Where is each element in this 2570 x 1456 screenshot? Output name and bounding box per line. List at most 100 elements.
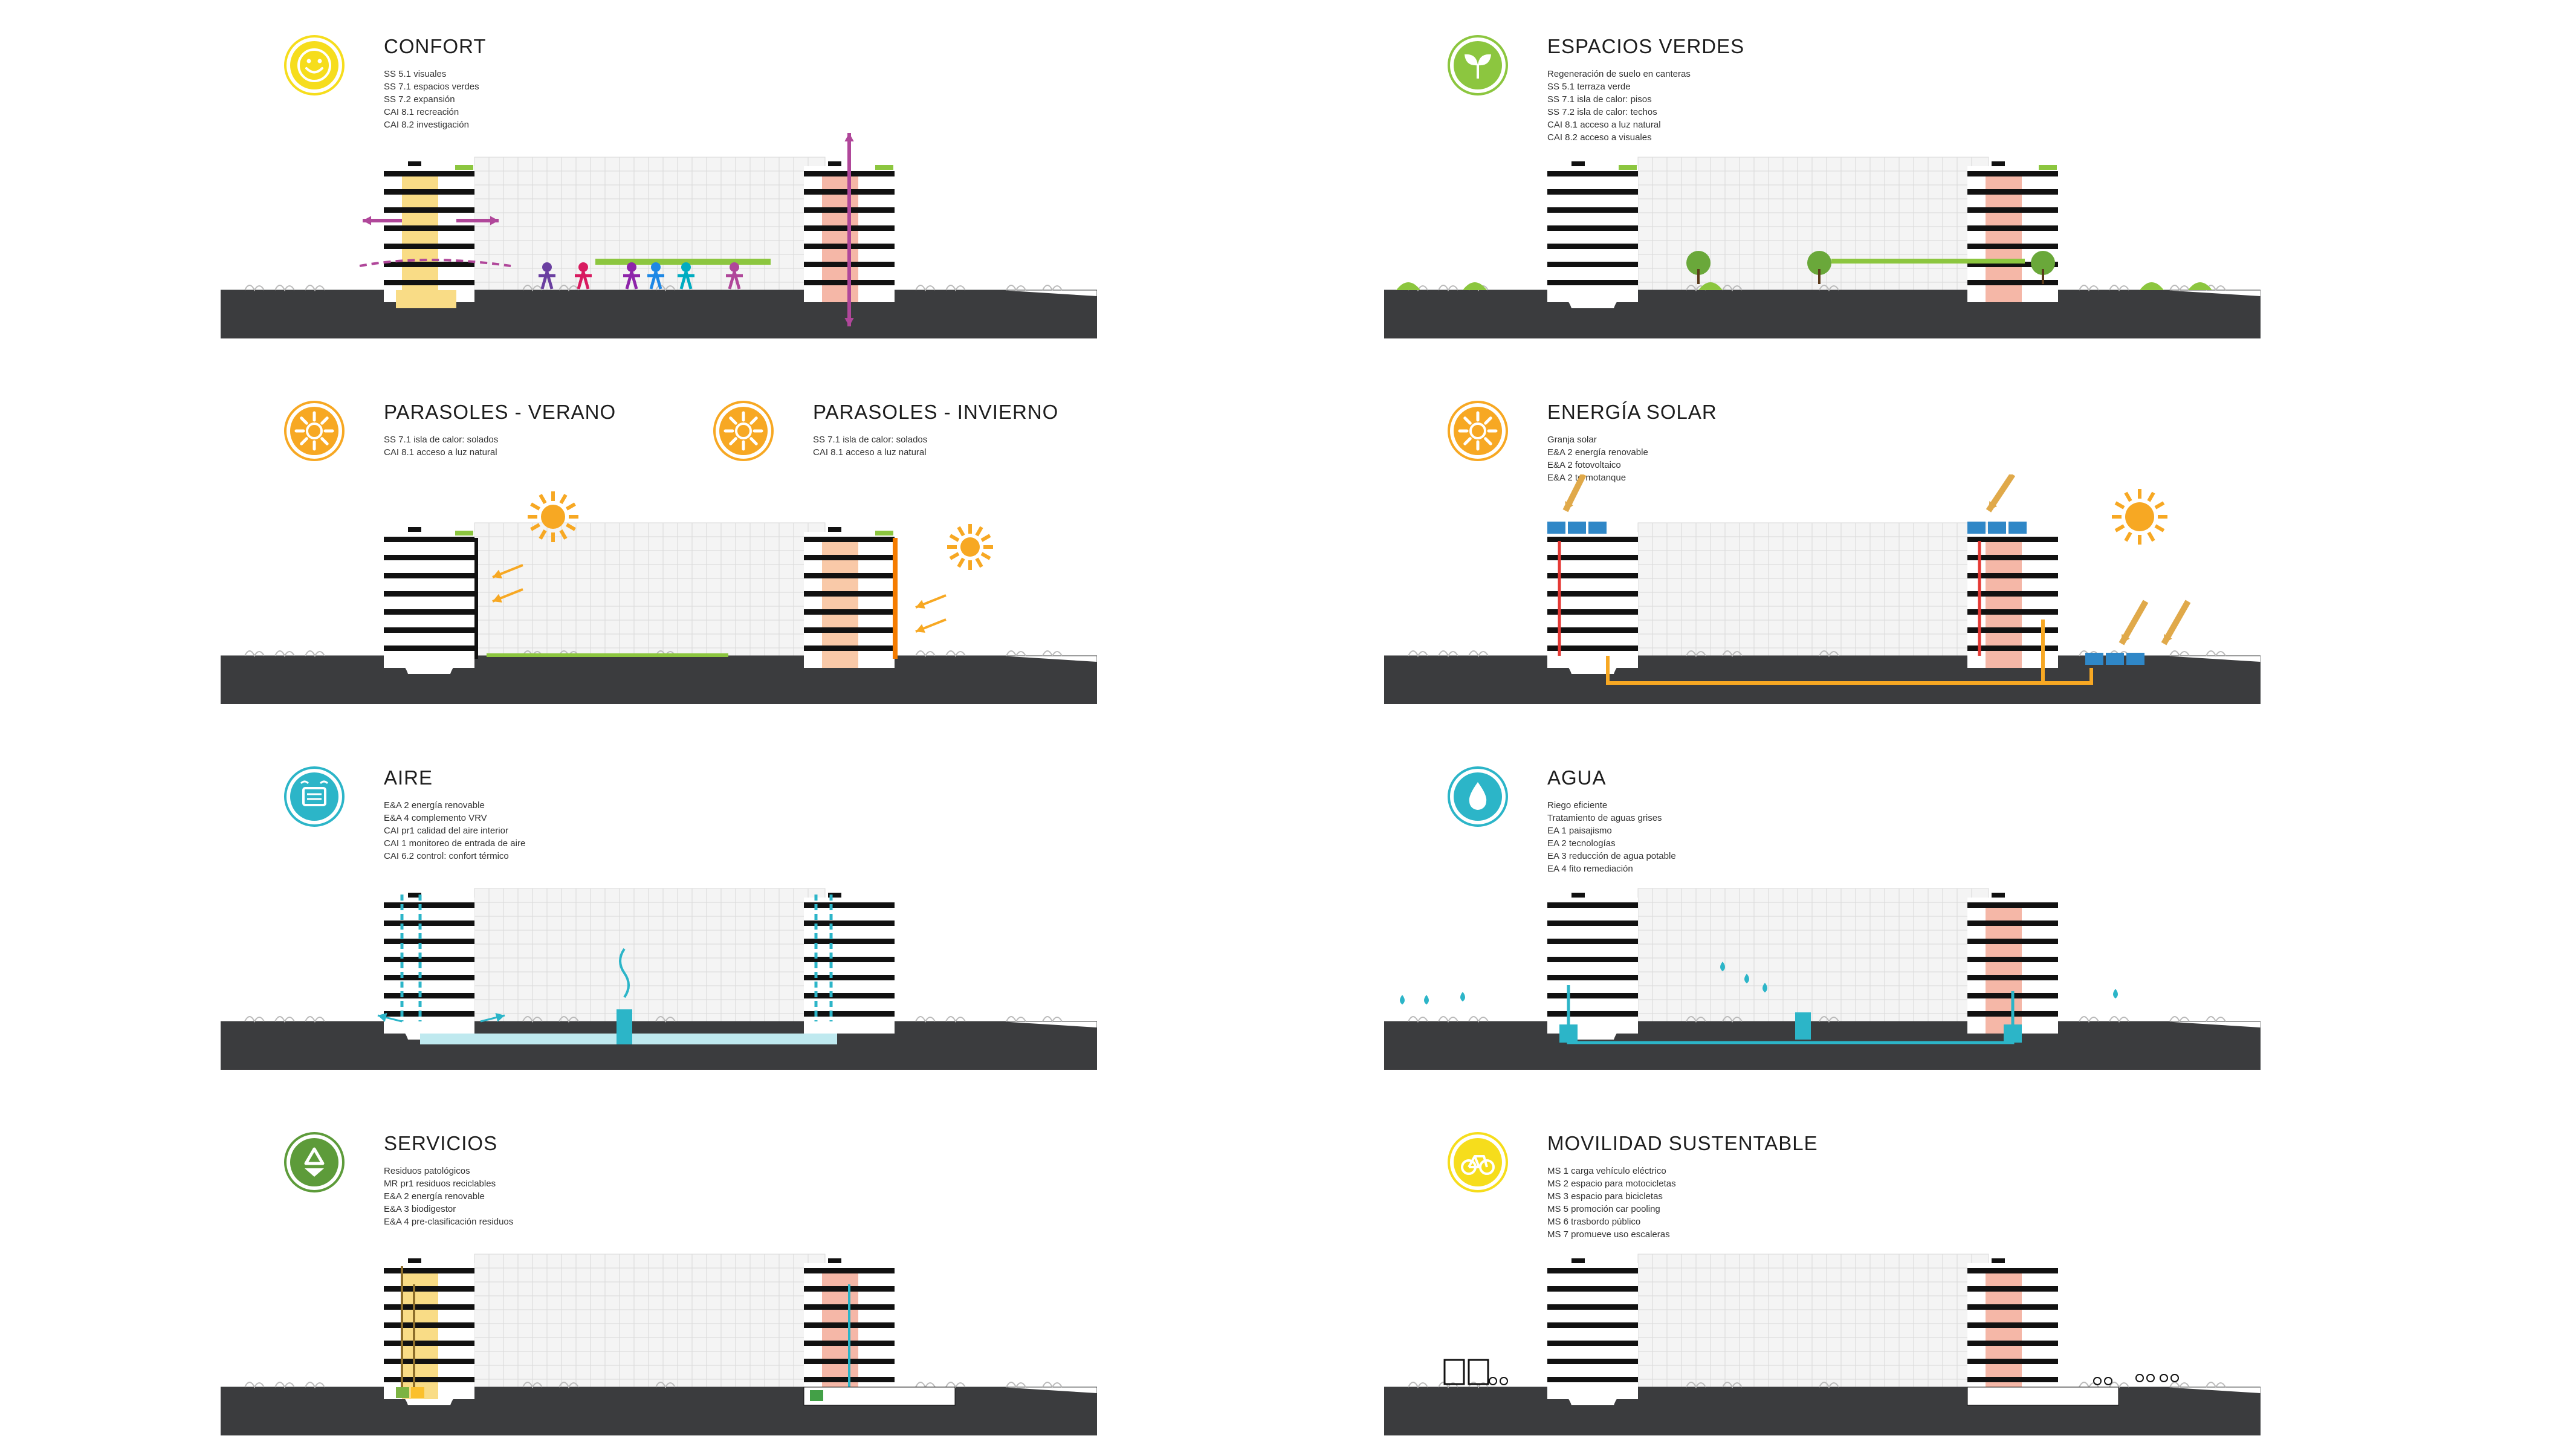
- people-figures: [539, 259, 771, 290]
- criteria-item: Residuos patológicos: [384, 1166, 470, 1176]
- shrubs: [244, 1382, 1063, 1389]
- criteria-item: SS 7.1 isla de calor: solados: [813, 435, 928, 445]
- building-section: [384, 161, 474, 302]
- criteria-item: MS 2 espacio para motocicletas: [1547, 1179, 1676, 1189]
- building-section: [1547, 1258, 1638, 1399]
- panel-title: AIRE: [384, 766, 433, 789]
- building-section: [384, 527, 474, 668]
- services-system: [396, 1266, 956, 1406]
- ground: [221, 1387, 1097, 1435]
- criteria-item: Granja solar: [1547, 435, 1597, 445]
- criteria-item: SS 7.1 espacios verdes: [384, 82, 479, 92]
- shrubs: [244, 1016, 1063, 1023]
- cross-section: [221, 491, 1097, 704]
- sunshade-system: [474, 491, 993, 659]
- sun-icon: [284, 401, 345, 461]
- criteria-item: CAI 8.1 recreación: [384, 107, 459, 117]
- building-section: [804, 527, 895, 668]
- recycle-icon: [284, 1132, 345, 1192]
- criteria-item: CAI 8.2 acceso a visuales: [1547, 132, 1652, 143]
- cross-section: [1384, 888, 2261, 1070]
- cross-section: [221, 1254, 1097, 1435]
- criteria-item: EA 4 fito remediación: [1547, 864, 1633, 874]
- section-drawing: [221, 888, 1097, 1070]
- ground: [221, 656, 1097, 704]
- criteria-item: SS 5.1 visuales: [384, 69, 447, 79]
- background-building: [474, 157, 826, 297]
- leaf-icon: [1448, 35, 1508, 95]
- criteria-item: SS 5.1 terraza verde: [1547, 82, 1631, 92]
- criteria-item: SS 7.1 isla de calor: pisos: [1547, 94, 1652, 105]
- building-section: [384, 1258, 474, 1399]
- section-drawing: [1384, 1254, 2261, 1435]
- panel-title: SERVICIOS: [384, 1132, 498, 1154]
- panel-title: PARASOLES - VERANO: [384, 401, 617, 423]
- criteria-item: E&A 2 energía renovable: [384, 800, 485, 811]
- criteria-item: CAI pr1 calidad del aire interior: [384, 826, 508, 836]
- solar-system: [1547, 474, 2191, 685]
- section-drawing: [1384, 157, 2261, 338]
- background-building: [474, 522, 826, 662]
- cross-section: [1384, 474, 2261, 704]
- panel-title: ENERGÍA SOLAR: [1547, 401, 1717, 423]
- vegetation: [1396, 251, 2212, 290]
- background-building: [474, 1254, 826, 1394]
- shrubs: [1408, 1016, 2226, 1023]
- criteria-item: CAI 8.1 acceso a luz natural: [1547, 120, 1661, 130]
- ground: [221, 1021, 1097, 1070]
- criteria-list: MS 1 carga vehículo eléctrico MS 2 espaci…: [1547, 1165, 1676, 1241]
- ground: [1384, 290, 2261, 338]
- panel-title: PARASOLES - INVIERNO: [813, 401, 1059, 423]
- criteria-item: E&A 2 energía renovable: [384, 1191, 485, 1202]
- cross-section: [221, 888, 1097, 1070]
- criteria-item: Riego eficiente: [1547, 800, 1608, 811]
- building-section: [1967, 1258, 2058, 1399]
- criteria-item: E&A 2 termotanque: [1547, 473, 1626, 483]
- criteria-item: SS 7.2 expansión: [384, 94, 455, 105]
- criteria-item: MS 3 espacio para bicicletas: [1547, 1191, 1663, 1202]
- shrubs: [1408, 285, 2226, 292]
- building-section: [384, 893, 474, 1034]
- criteria-item: EA 2 tecnologías: [1547, 838, 1616, 849]
- background-building: [1637, 1254, 1989, 1394]
- panel-title: MOVILIDAD SUSTENTABLE: [1547, 1132, 1818, 1154]
- mobility-elements: [1443, 1359, 2179, 1406]
- background-building: [474, 888, 826, 1028]
- cross-section: [221, 133, 1097, 338]
- section-drawing: [221, 133, 1097, 338]
- criteria-item: CAI 8.1 acceso a luz natural: [813, 447, 927, 458]
- criteria-item: CAI 8.2 investigación: [384, 120, 469, 130]
- criteria-item: EA 3 reducción de agua potable: [1547, 851, 1676, 861]
- criteria-item: MS 5 promoción car pooling: [1547, 1204, 1660, 1214]
- bicycle-icon: [1448, 1132, 1508, 1192]
- sun-icon: [1448, 401, 1508, 461]
- criteria-item: E&A 3 biodigestor: [384, 1204, 456, 1214]
- building-section: [1547, 527, 1638, 668]
- air-system: [377, 895, 837, 1044]
- criteria-list: SS 5.1 visuales SS 7.1 espacios verdes SS …: [384, 68, 479, 131]
- panel-parasoles: PARASOLES - VERANO SS 7.1 isla de calor: …: [221, 366, 1097, 704]
- criteria-item: MS 6 trasbordo público: [1547, 1217, 1641, 1227]
- criteria-item: Tratamiento de aguas grises: [1547, 813, 1662, 823]
- sun-icon: [713, 401, 774, 461]
- cross-section: [1384, 1254, 2261, 1435]
- criteria-item: MS 1 carga vehículo eléctrico: [1547, 1166, 1666, 1176]
- water-drop-icon: [1448, 766, 1508, 827]
- criteria-item: SS 7.1 isla de calor: solados: [384, 435, 499, 445]
- smiley-icon: [284, 35, 345, 95]
- ground: [221, 290, 1097, 338]
- building-section: [1547, 161, 1638, 302]
- criteria-item: CAI 6.2 control: confort térmico: [384, 851, 509, 861]
- section-drawing: [1384, 474, 2261, 704]
